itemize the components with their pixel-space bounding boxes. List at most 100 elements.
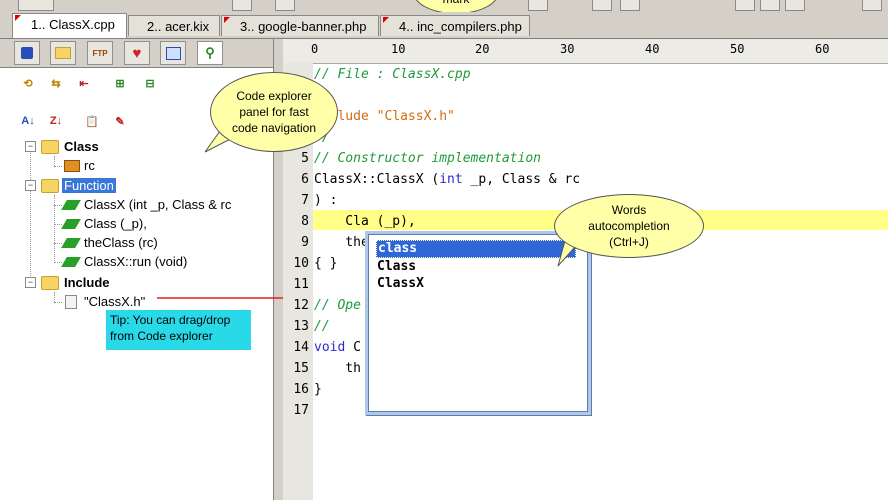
collapse-toggle[interactable]: − (25, 180, 36, 191)
tree-node-function[interactable]: Function (62, 178, 116, 193)
function-icon (61, 238, 81, 248)
line-number: 10 (293, 256, 309, 271)
tip-callout: Tip: You can drag/drop from Code explore… (106, 310, 251, 350)
toolbar-button[interactable] (528, 0, 548, 11)
modified-mark-icon (383, 17, 389, 23)
collapse-toggle[interactable]: − (25, 277, 36, 288)
line-number: 9 (301, 235, 309, 250)
tab-label: 1.. ClassX.cpp (31, 17, 115, 32)
sync-icon[interactable]: ⇆ (51, 77, 61, 90)
explorer-callout-text: Code explorer panel for fast code naviga… (231, 89, 317, 135)
tab-classx-cpp[interactable]: 1.. ClassX.cpp (12, 13, 127, 38)
ruler-label: 30 (560, 42, 575, 56)
folder-icon (41, 179, 59, 193)
code-line-13: // (314, 319, 330, 334)
column-ruler: 0 10 20 30 40 50 60 (283, 39, 888, 64)
tab-acer-kix[interactable]: 2.. acer.kix (128, 15, 220, 36)
tab-label: 4.. inc_compilers.php (399, 19, 522, 34)
tree-node-function-item[interactable]: theClass (rc) (84, 235, 158, 250)
tree-node-class[interactable]: Class (64, 139, 99, 154)
line-number: 7 (301, 193, 309, 208)
autocomplete-item[interactable]: Class (377, 259, 417, 274)
tab-label: 3.. google-banner.php (240, 19, 367, 34)
words-callout: Words autocompletion (Ctrl+J) (554, 194, 704, 258)
tab-label: 2.. acer.kix (147, 19, 210, 34)
tree-node-include-file[interactable]: "ClassX.h" (84, 294, 146, 309)
toolbar-button[interactable] (18, 0, 54, 11)
tree-icon[interactable]: ⚲ (197, 41, 223, 65)
tree-guide (54, 292, 55, 302)
ruler-label: 0 (311, 42, 319, 56)
code-line-15: th (314, 361, 361, 376)
folder-icon (41, 276, 59, 290)
line-number: 15 (293, 361, 309, 376)
tree-node-include[interactable]: Include (64, 275, 110, 290)
clipboard-icon[interactable]: 📋 (85, 115, 99, 128)
sort-az-icon[interactable]: A↓ (21, 115, 35, 127)
code-line-5: // Constructor implementation (314, 151, 541, 166)
collapse-toggle[interactable]: − (25, 141, 36, 152)
tree-guide (54, 224, 62, 225)
collapse-all-icon[interactable]: ⊟ (145, 77, 155, 90)
ruler-label: 20 (475, 42, 490, 56)
document-tabs: 1.. ClassX.cpp 2.. acer.kix 3.. google-b… (0, 12, 888, 39)
cube-icon[interactable] (14, 41, 40, 65)
toolbar-button[interactable] (620, 0, 640, 11)
line-gutter: 5 6 7 8 9 10 11 12 13 14 15 16 17 (283, 63, 313, 500)
tree-node-function-item[interactable]: Class (_p), (84, 216, 147, 231)
words-callout-text: Words autocompletion (Ctrl+J) (588, 203, 670, 249)
modified-mark-icon (15, 15, 21, 21)
line-number: 8 (301, 214, 309, 229)
code-line-12: // Ope (314, 298, 361, 313)
tree-node-rc[interactable]: rc (84, 158, 95, 173)
autocomplete-item[interactable]: class (376, 240, 576, 258)
code-line-10: { } (314, 256, 338, 271)
tab-inc-compilers-php[interactable]: 4.. inc_compilers.php (380, 15, 530, 36)
folder-icon[interactable] (50, 41, 76, 65)
mark-callout-text: mark (443, 0, 470, 7)
code-line-14: void C (314, 340, 361, 355)
window-icon[interactable] (160, 41, 186, 65)
toolbar-button[interactable] (275, 0, 295, 11)
line-number: 5 (301, 151, 309, 166)
code-line-16: } (314, 382, 322, 397)
tree-guide (54, 243, 62, 244)
ftp-icon[interactable]: FTP (87, 41, 113, 65)
toolbar-button[interactable] (735, 0, 755, 11)
line-number: 17 (293, 403, 309, 418)
sort-za-icon[interactable]: Z↓ (49, 115, 63, 127)
ruler-label: 50 (730, 42, 745, 56)
toolbar-button[interactable] (785, 0, 805, 11)
function-icon (61, 219, 81, 229)
toolbar-button[interactable] (760, 0, 780, 11)
heart-icon[interactable]: ♥ (124, 41, 150, 65)
ruler-label: 60 (815, 42, 830, 56)
line-number: 11 (293, 277, 309, 292)
toolbar-button[interactable] (232, 0, 252, 11)
code-line-6: ClassX::ClassX (int _p, Class & rc (314, 172, 581, 187)
code-line-7: ) : (314, 193, 338, 208)
toolbar-button[interactable] (862, 0, 882, 11)
expand-all-icon[interactable]: ⊞ (115, 77, 125, 90)
tree-guide (54, 195, 55, 263)
explorer-callout: Code explorer panel for fast code naviga… (210, 72, 338, 152)
autocomplete-item[interactable]: ClassX (377, 276, 424, 291)
edit-icon[interactable]: ✎ (115, 115, 125, 128)
explorer-toolbar: ⟲ ⇆ ⇤ ⊞ ⊟ (0, 69, 273, 97)
tree-node-function-item[interactable]: ClassX::run (void) (84, 254, 188, 269)
line-number: 16 (293, 382, 309, 397)
tree-node-function-item[interactable]: ClassX (int _p, Class & rc (84, 197, 232, 212)
goto-icon[interactable]: ⇤ (79, 77, 89, 90)
refresh-icon[interactable]: ⟲ (23, 77, 33, 90)
line-number: 14 (293, 340, 309, 355)
code-line-9: the (314, 235, 369, 250)
tree-guide (54, 156, 55, 166)
toolbar-button[interactable] (592, 0, 612, 11)
panel-icon-tabs: FTP ♥ ⚲ (0, 39, 273, 68)
line-number: 12 (293, 298, 309, 313)
line-number: 6 (301, 172, 309, 187)
tree-guide (54, 166, 62, 167)
ruler-label: 40 (645, 42, 660, 56)
folder-icon (41, 140, 59, 154)
tab-google-banner-php[interactable]: 3.. google-banner.php (221, 15, 379, 36)
